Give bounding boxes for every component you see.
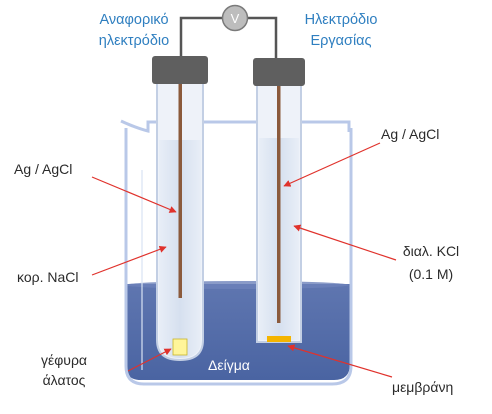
pointer-sat-nacl bbox=[91, 245, 167, 276]
reference-cap bbox=[152, 56, 208, 84]
label-salt-bridge-line-2: άλατος bbox=[42, 372, 86, 388]
working-title-line-2: Εργασίας bbox=[310, 33, 372, 49]
beaker-wall bbox=[124, 128, 353, 386]
working-title-line-1: Ηλεκτρόδιο bbox=[304, 12, 378, 28]
salt-bridge-plug bbox=[172, 338, 188, 356]
label-ag-agcl-right: Ag / AgCl bbox=[381, 126, 440, 142]
pointer-lines bbox=[91, 142, 397, 378]
label-salt-bridge: γέφυρα άλατος bbox=[22, 352, 106, 389]
label-ag-agcl-left: Ag / AgCl bbox=[14, 161, 73, 177]
membrane-strip bbox=[267, 336, 291, 342]
working-wire bbox=[277, 86, 281, 323]
pointer-kcl-solution bbox=[293, 224, 397, 261]
label-salt-bridge-line-1: γέφυρα bbox=[40, 352, 88, 368]
label-kcl-solution: διαλ. KCl (0.1 M) bbox=[386, 243, 476, 283]
working-electrode-title: Ηλεκτρόδιο Εργασίας bbox=[285, 12, 397, 50]
reference-title-line-1: Αναφορικό bbox=[99, 12, 169, 28]
voltmeter-icon bbox=[221, 4, 249, 32]
pointer-ag-agcl-right bbox=[283, 142, 381, 187]
reference-electrode-title: Αναφορικό ηλεκτρόδιο bbox=[78, 12, 190, 50]
reference-wire bbox=[178, 84, 182, 298]
voltmeter: V bbox=[221, 4, 249, 32]
reference-title-line-2: ηλεκτρόδιο bbox=[98, 33, 170, 49]
label-kcl-line-1: διαλ. KCl bbox=[402, 243, 460, 259]
label-sample: Δείγμα bbox=[208, 357, 250, 373]
pointer-salt-bridge bbox=[127, 348, 172, 372]
pointer-ag-agcl-left bbox=[91, 176, 177, 213]
working-cap bbox=[253, 58, 305, 86]
voltmeter-symbol: V bbox=[231, 11, 240, 26]
beaker-rim bbox=[120, 119, 351, 133]
beaker bbox=[120, 119, 353, 386]
label-sat-nacl: κορ. NaCl bbox=[17, 269, 79, 285]
label-membrane: μεμβράνη bbox=[392, 379, 454, 395]
wire-to-voltmeter-left bbox=[179, 16, 222, 58]
label-kcl-line-2: (0.1 M) bbox=[408, 266, 454, 282]
reference-electrode bbox=[152, 56, 208, 362]
pointer-membrane bbox=[287, 344, 393, 378]
wire-to-voltmeter-right bbox=[248, 16, 278, 60]
working-electrode bbox=[253, 58, 305, 343]
